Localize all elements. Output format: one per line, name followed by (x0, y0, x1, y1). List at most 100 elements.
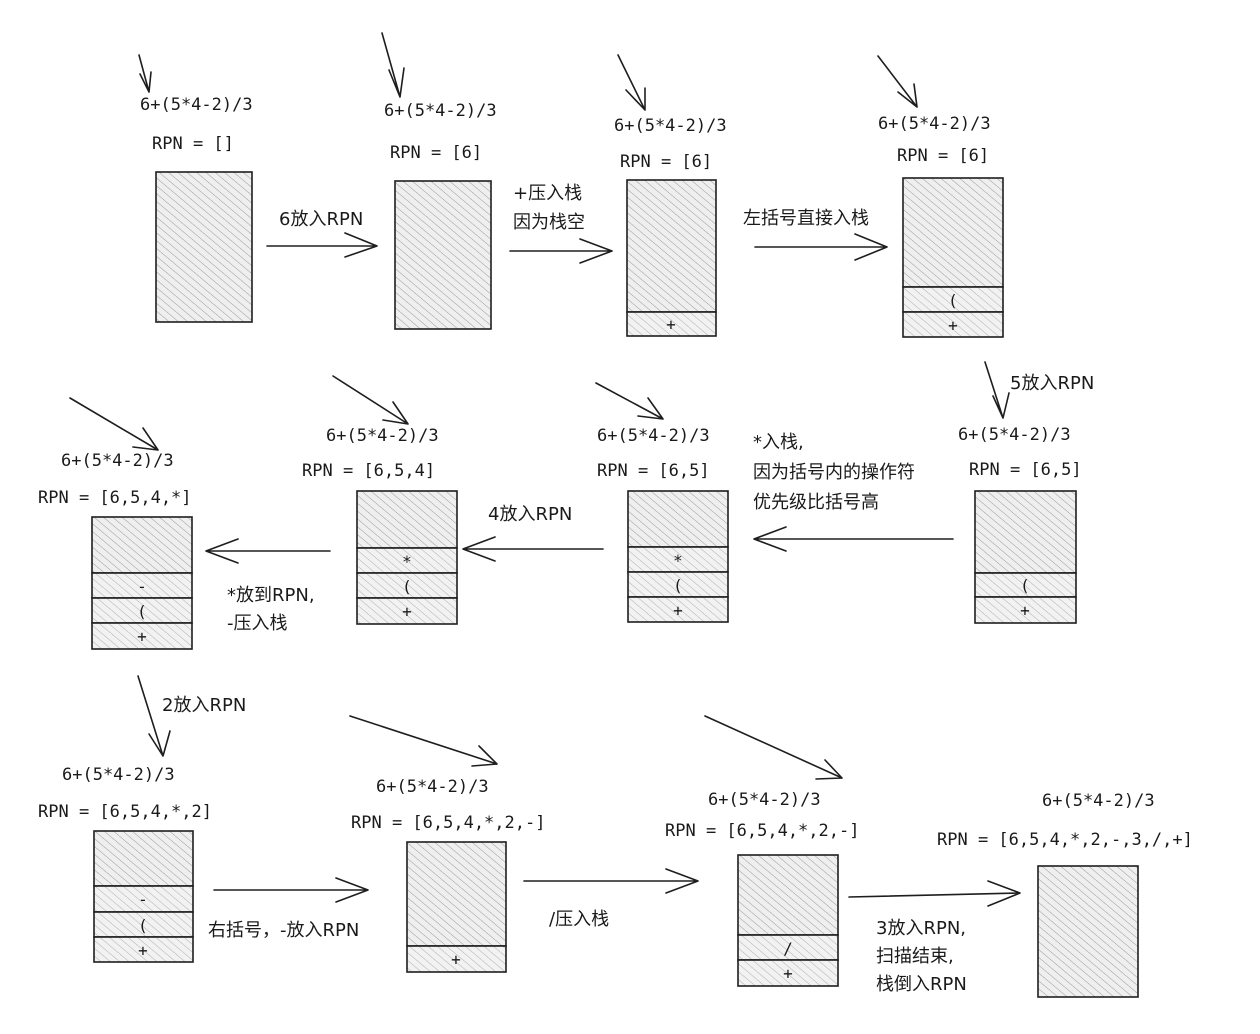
stack-box (394, 180, 492, 330)
pointer-arrow (704, 715, 843, 780)
stack-cell-value: + (673, 601, 683, 620)
arrow (205, 538, 331, 564)
stack-cell (91, 572, 193, 599)
transition-5: *入栈, 因为括号内的操作符 优先级比括号高 (753, 432, 954, 552)
expression-label: 6+(5*4-2)/3 (958, 425, 1071, 445)
stack-cell-value: + (666, 315, 676, 334)
arrow (984, 361, 1010, 419)
stack-cell-value: ( (673, 576, 683, 595)
rpn-label: RPN = [] (152, 134, 234, 154)
pointer-arrow (138, 54, 152, 93)
rpn-label: RPN = [6] (390, 143, 482, 163)
stack-cell-value: + (137, 627, 147, 646)
pointer-arrow (69, 397, 159, 451)
stack-cell-value: + (451, 950, 461, 969)
stack-cell-value: + (402, 602, 412, 621)
transition-11: 3放入RPN, 扫描结束, 栈倒入RPN (848, 880, 1021, 995)
transition-label-line: 优先级比括号高 (753, 492, 879, 513)
transition-7: *放到RPN, -压入栈 (205, 538, 331, 634)
stack-cell-value: - (138, 890, 148, 909)
stack-cell-value: + (1020, 601, 1030, 620)
expression-label: 6+(5*4-2)/3 (597, 426, 710, 446)
stack-cell-value: / (783, 939, 793, 958)
transition-label-line: -压入栈 (227, 613, 288, 634)
pointer-arrow (595, 382, 664, 420)
expression-label: 6+(5*4-2)/3 (61, 451, 174, 471)
transition-8: 2放入RPN (137, 675, 246, 757)
stack-cell-value: + (948, 316, 958, 335)
stack-cell-value: + (138, 941, 148, 960)
stack-cell-value: ( (402, 577, 412, 596)
stack-cell-value: ( (1020, 576, 1030, 595)
stack-box (974, 490, 1077, 574)
stack-cell-value: + (783, 964, 793, 983)
stack-cell (737, 959, 839, 987)
transition-1: 6放入RPN (266, 209, 378, 258)
rpn-label: RPN = [6,5,4] (302, 461, 435, 481)
arrow (523, 868, 699, 894)
step-6: 6+(5*4-2)/3 RPN = [6,5] * ( + (595, 382, 729, 623)
arrow (753, 526, 954, 552)
transition-label-line: 因为括号内的操作符 (753, 462, 915, 483)
stack-box (902, 177, 1004, 288)
stack-box (406, 841, 507, 947)
rpn-label: RPN = [6] (897, 146, 989, 166)
step-1: 6+(5*4-2)/3 RPN = [] (138, 54, 253, 323)
arrow (509, 238, 613, 264)
stack-box (737, 854, 839, 936)
stack-box (93, 830, 194, 887)
expression-label: 6+(5*4-2)/3 (1042, 791, 1155, 811)
rpn-label: RPN = [6,5,4,*,2,-] (665, 821, 859, 841)
stack-cell (974, 596, 1077, 624)
step-7: 6+(5*4-2)/3 RPN = [6,5,4] * ( + (302, 375, 458, 625)
step-4: 6+(5*4-2)/3 RPN = [6] ( + (877, 55, 1004, 338)
stack-cell (737, 934, 839, 961)
stack-box (91, 516, 193, 574)
stack-cell (356, 597, 458, 625)
transition-2: +压入栈 因为栈空 (509, 183, 613, 264)
expression-label: 6+(5*4-2)/3 (326, 426, 439, 446)
transition-label: 6放入RPN (279, 209, 363, 230)
rpn-label: RPN = [6,5] (969, 460, 1082, 480)
rpn-label: RPN = [6,5] (597, 461, 710, 481)
pointer-arrow (349, 715, 498, 767)
stack-box (626, 179, 717, 313)
step-3: 6+(5*4-2)/3 RPN = [6] + (614, 54, 727, 337)
expression-label: 6+(5*4-2)/3 (708, 790, 821, 810)
stack-cell-value: ( (137, 602, 147, 621)
pointer-arrow (332, 375, 409, 425)
arrow (213, 877, 369, 903)
stack-cell (627, 546, 729, 573)
step-2: 6+(5*4-2)/3 RPN = [6] (381, 32, 497, 330)
pointer-arrow (381, 32, 405, 98)
step-10: 6+(5*4-2)/3 RPN = [6,5,4,*,2,-] + (349, 715, 545, 973)
expression-label: 6+(5*4-2)/3 (140, 95, 253, 115)
expression-label: 6+(5*4-2)/3 (384, 101, 497, 121)
transition-label-line: 扫描结束, (876, 946, 954, 967)
expression-label: 6+(5*4-2)/3 (614, 116, 727, 136)
stack-box (627, 490, 729, 548)
rpn-label: RPN = [6,5,4,*] (38, 488, 192, 508)
rpn-label: RPN = [6,5,4,*,2,-,3,/,+] (937, 830, 1193, 850)
expression-label: 6+(5*4-2)/3 (878, 114, 991, 134)
arrow (266, 232, 378, 258)
transition-label: 右括号，-放入RPN (208, 920, 359, 941)
transition-label-line: 3放入RPN, (876, 918, 966, 939)
rpn-label: RPN = [6,5,4,*,2,-] (351, 813, 545, 833)
stack-box (356, 490, 458, 549)
stack-cell (902, 311, 1004, 338)
transition-label: /压入栈 (549, 909, 609, 930)
arrow (137, 675, 171, 757)
transition-label: 5放入RPN (1010, 373, 1094, 394)
transition-label: 4放入RPN (488, 504, 572, 525)
stack-cell-value: ( (138, 916, 148, 935)
arrow (754, 233, 888, 261)
stack-cell (93, 936, 194, 963)
transition-6: 4放入RPN (462, 504, 604, 562)
transition-4: 5放入RPN (984, 361, 1094, 419)
step-12: 6+(5*4-2)/3 RPN = [6,5,4,*,2,-,3,/,+] (937, 791, 1193, 998)
stack-cell-value: * (402, 552, 412, 571)
rpn-label: RPN = [6,5,4,*,2] (38, 802, 212, 822)
expression-label: 6+(5*4-2)/3 (62, 765, 175, 785)
